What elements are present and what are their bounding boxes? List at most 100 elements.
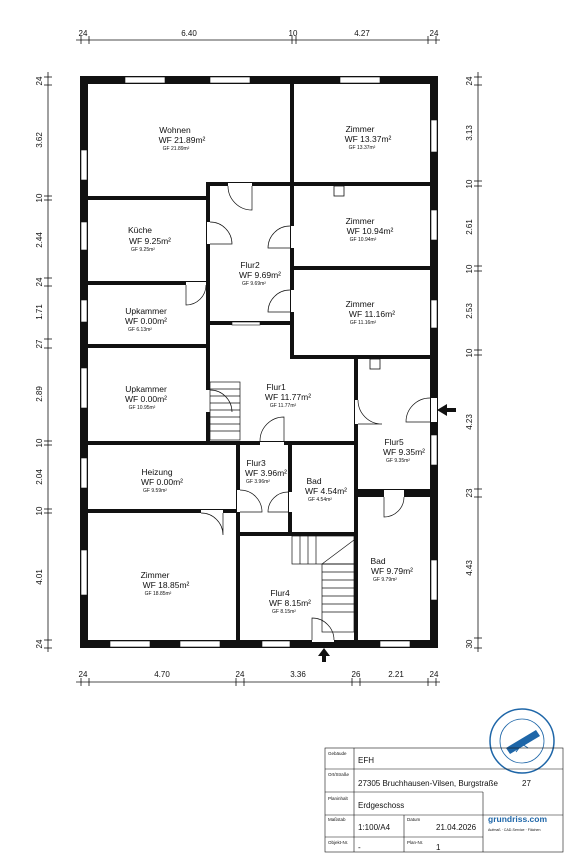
dim-right-7: 4.23: [465, 414, 474, 430]
dim-left-2: 10: [35, 193, 44, 202]
room-gf: GF 9.69m²: [242, 281, 266, 287]
room-zimmer-1: Zimmer WF 13.37m² GF 13.37m²: [345, 124, 392, 151]
dim-left-4: 24: [35, 277, 44, 286]
room-wf: WF 4.54m²: [305, 486, 347, 496]
dim-bottom-6: 24: [430, 670, 439, 679]
room-gf: GF 9.59m²: [143, 488, 167, 494]
room-flur5: Flur5 WF 9.35m² GF 9.35m²: [383, 437, 425, 464]
brand-name: grundriss.com: [488, 814, 547, 824]
room-wf: WF 9.25m²: [129, 236, 171, 246]
tb-plan-label: Plan-Nr.: [407, 840, 423, 845]
dim-bottom-0: 24: [79, 670, 88, 679]
tb-datum: 21.04.2026: [436, 823, 477, 832]
staircase-flur1: [209, 381, 241, 441]
room-name: Bad: [306, 476, 321, 486]
room-name: Zimmer: [346, 124, 375, 134]
room-kueche: Küche WF 9.25m² GF 9.25m²: [128, 225, 171, 253]
dim-left-9: 2.04: [35, 469, 44, 485]
room-wf: WF 9.79m²: [371, 566, 413, 576]
bottom-dimension-line: [76, 678, 440, 686]
room-bad-1: Bad WF 4.54m² GF 4.54m²: [305, 476, 347, 503]
room-gf: GF 9.25m²: [131, 247, 155, 253]
room-wf: WF 3.96m²: [245, 468, 287, 478]
room-wf: WF 21.89m²: [159, 135, 206, 145]
tb-gebaeude-label: Gebäude: [328, 751, 347, 756]
room-upkammer-1: Upkammer WF 0.00m² GF 6.13m²: [125, 306, 167, 333]
room-name: Upkammer: [125, 384, 167, 394]
room-name: Wohnen: [159, 125, 191, 135]
wall-niches: [333, 185, 381, 370]
room-name: Bad: [370, 556, 385, 566]
dim-left-12: 24: [35, 639, 44, 648]
room-wf: WF 0.00m²: [141, 477, 183, 487]
dim-top-4: 24: [430, 29, 439, 38]
tb-massstab-label: Maßstab: [328, 817, 346, 822]
dim-left-7: 2.89: [35, 386, 44, 402]
title-block: [324, 747, 564, 853]
windows: [80, 76, 438, 648]
room-zimmer-4: Zimmer WF 18.85m² GF 18.85m²: [141, 570, 190, 597]
brand-subtitle: Aufmaß · CAD-Service · Flächen: [488, 828, 541, 832]
dim-bottom-4: 26: [352, 670, 361, 679]
staircase-flur4: [291, 535, 355, 633]
dim-bottom-2: 24: [236, 670, 245, 679]
dim-right-5: 2.53: [465, 303, 474, 319]
room-flur4: Flur4 WF 8.15m² GF 8.15m²: [269, 588, 311, 615]
dim-left-3: 2.44: [35, 232, 44, 248]
dim-top-3: 4.27: [354, 29, 370, 38]
room-name: Flur4: [270, 588, 290, 598]
tb-massstab: 1:100/A4: [358, 823, 391, 832]
dim-right-8: 23: [465, 488, 474, 497]
room-name: Flur2: [240, 260, 260, 270]
tb-plan: 1: [436, 843, 441, 852]
left-dimension-line: [44, 72, 52, 652]
room-wf: WF 11.77m²: [265, 392, 311, 402]
room-gf: GF 4.54m²: [308, 497, 332, 503]
tb-objekt: -: [358, 843, 361, 852]
room-gf: GF 11.16m²: [350, 320, 377, 326]
dim-right-0: 24: [465, 76, 474, 85]
room-gf: GF 3.96m²: [246, 479, 270, 485]
tb-objekt-label: Objekt-Nr.: [328, 840, 348, 845]
dim-left-10: 10: [35, 506, 44, 515]
dim-left-8: 10: [35, 438, 44, 447]
room-name: Flur5: [384, 437, 404, 447]
room-bad-2: Bad WF 9.79m² GF 9.79m²: [370, 556, 413, 583]
room-flur2: Flur2 WF 9.69m² GF 9.69m²: [239, 260, 281, 287]
room-wf: WF 10.94m²: [347, 226, 394, 236]
room-wohnen: Wohnen WF 21.89m² GF 21.89m²: [159, 125, 206, 152]
dim-left-6: 27: [35, 339, 44, 348]
room-name: Flur1: [266, 382, 286, 392]
dim-top-0: 24: [79, 29, 88, 38]
dim-right-1: 3.13: [465, 125, 474, 141]
dim-right-10: 30: [465, 639, 474, 648]
door-gaps: [186, 183, 437, 642]
room-wf: WF 11.16m²: [349, 309, 395, 319]
dim-right-2: 10: [465, 179, 474, 188]
room-flur3: Flur3 WF 3.96m² GF 3.96m²: [245, 458, 287, 485]
room-wf: WF 8.15m²: [269, 598, 311, 608]
room-flur1: Flur1 WF 11.77m² GF 11.77m²: [265, 382, 311, 409]
room-name: Zimmer: [346, 299, 375, 309]
top-dimension-line: [76, 36, 440, 44]
right-dimension-labels: 24 3.13 10 2.61 10 2.53 10 4.23 23 4.43 …: [465, 76, 474, 648]
dim-right-9: 4.43: [465, 560, 474, 576]
tb-datum-label: Datum: [407, 817, 421, 822]
room-wf: WF 13.37m²: [345, 134, 392, 144]
room-name: Flur3: [246, 458, 266, 468]
dim-top-2: 10: [289, 29, 298, 38]
room-gf: GF 21.89m²: [163, 146, 190, 152]
room-gf: GF 8.15m²: [272, 609, 296, 615]
room-wf: WF 9.35m²: [383, 447, 425, 457]
room-gf: GF 11.77m²: [270, 403, 297, 409]
dim-left-11: 4.01: [35, 569, 44, 585]
dim-right-6: 10: [465, 348, 474, 357]
room-gf: GF 18.85m²: [145, 591, 172, 597]
room-zimmer-3: Zimmer WF 11.16m² GF 11.16m²: [346, 299, 396, 326]
dim-bottom-3: 3.36: [290, 670, 306, 679]
room-heizung: Heizung WF 0.00m² GF 9.59m²: [141, 467, 183, 494]
room-gf: GF 10.94m²: [350, 237, 377, 243]
room-zimmer-2: Zimmer WF 10.94m² GF 10.94m²: [346, 216, 394, 243]
room-name: Upkammer: [125, 306, 167, 316]
